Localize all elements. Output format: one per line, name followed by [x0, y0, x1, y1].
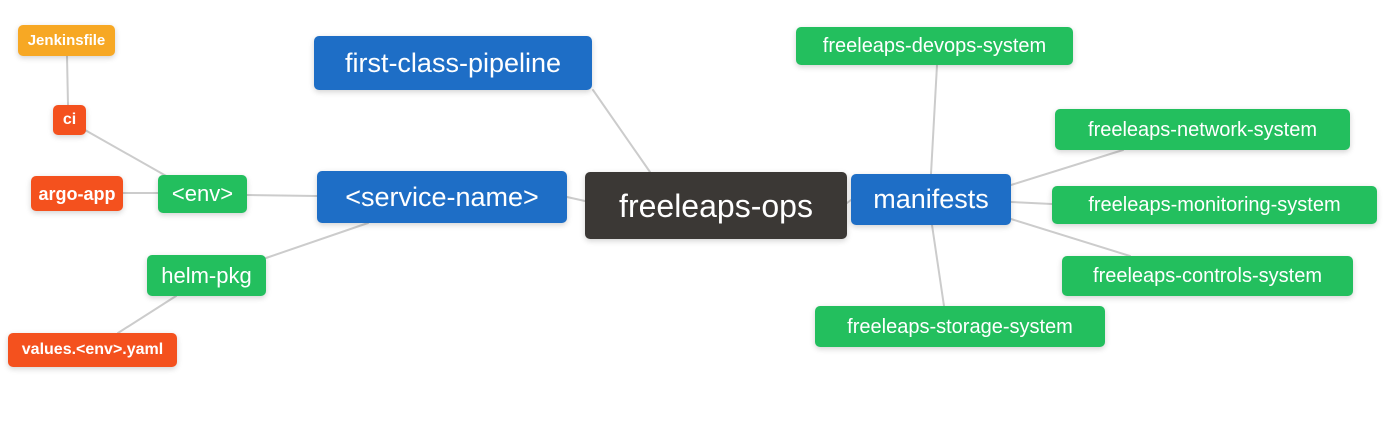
node-freeleaps-monitoring-system[interactable]: freeleaps-monitoring-system — [1052, 186, 1377, 224]
edge-manifests--freeleaps-devops-system — [930, 64, 938, 175]
node-values-env-yaml[interactable]: values.<env>.yaml — [8, 333, 177, 367]
edge-manifests--freeleaps-network-system — [1010, 149, 1124, 186]
edge-service-name--freeleaps-ops — [566, 196, 586, 202]
node-freeleaps-network-system[interactable]: freeleaps-network-system — [1055, 109, 1350, 150]
edge-helm-pkg--values-env-yaml — [117, 295, 177, 334]
node-env[interactable]: <env> — [158, 175, 247, 213]
edge-env--service-name — [246, 194, 318, 197]
node-first-class-pipeline[interactable]: first-class-pipeline — [314, 36, 592, 90]
node-ci[interactable]: ci — [53, 105, 86, 135]
node-freeleaps-storage-system[interactable]: freeleaps-storage-system — [815, 306, 1105, 347]
node-jenkinsfile[interactable]: Jenkinsfile — [18, 25, 115, 56]
node-helm-pkg[interactable]: helm-pkg — [147, 255, 266, 296]
node-argo-app[interactable]: argo-app — [31, 176, 123, 211]
node-freeleaps-devops-system[interactable]: freeleaps-devops-system — [796, 27, 1073, 65]
edge-service-name--helm-pkg — [265, 222, 369, 259]
node-freeleaps-ops[interactable]: freeleaps-ops — [585, 172, 847, 239]
edge-first-class-pipeline--freeleaps-ops — [592, 89, 651, 173]
edge-manifests--freeleaps-monitoring-system — [1010, 201, 1053, 205]
edge-manifests--freeleaps-storage-system — [931, 224, 945, 307]
edge-ci--env — [84, 129, 169, 178]
node-manifests[interactable]: manifests — [851, 174, 1011, 225]
node-freeleaps-controls-system[interactable]: freeleaps-controls-system — [1062, 256, 1353, 296]
edge-manifests--freeleaps-controls-system — [1010, 218, 1131, 257]
node-service-name[interactable]: <service-name> — [317, 171, 567, 223]
edge-jenkinsfile--ci — [66, 55, 69, 106]
